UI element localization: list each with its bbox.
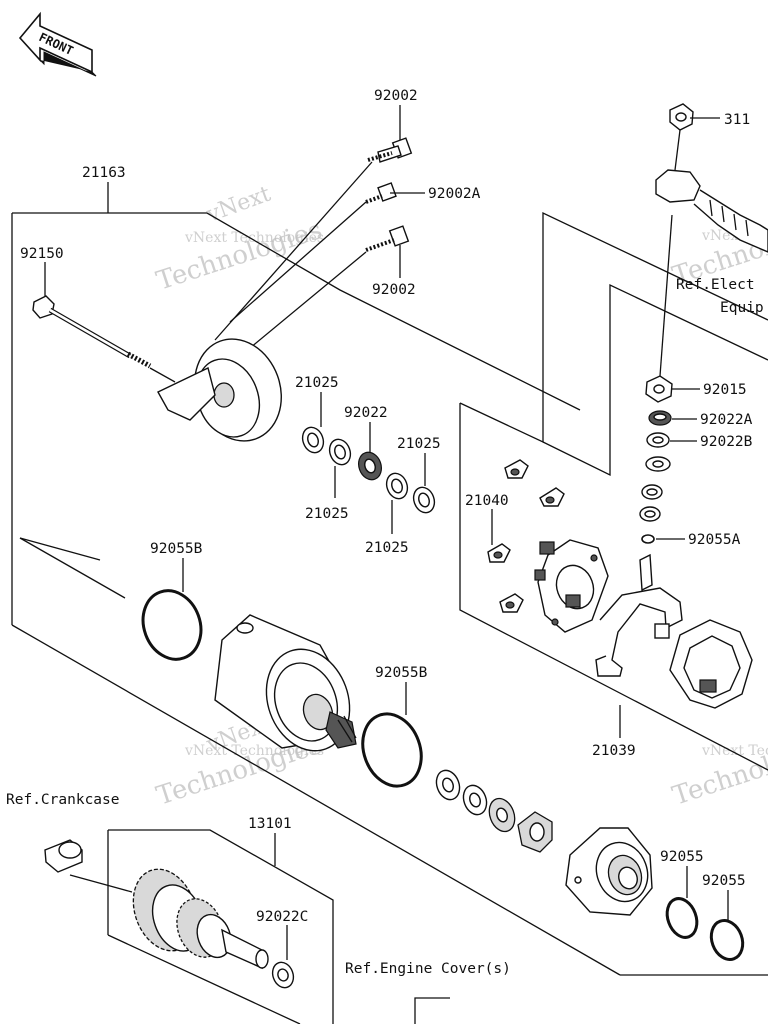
callout-92002-mid: 92002 (372, 282, 416, 298)
callout-13101: 13101 (248, 816, 292, 832)
callout-21040: 21040 (465, 493, 509, 509)
ref-crankcase: Ref.Crankcase (6, 792, 120, 808)
starter-motor-yoke (214, 614, 357, 752)
callout-92055-b: 92055 (702, 873, 746, 889)
callout-labels: 92002 21163 92002A 92150 92002 311 92015… (20, 88, 753, 925)
callout-21025-c: 21025 (397, 436, 441, 452)
callout-leaders (44, 105, 729, 960)
callout-21025-d: 21025 (365, 540, 409, 556)
washer-set-21025 (301, 426, 436, 514)
callout-92022B: 92022B (700, 434, 753, 450)
callout-92150: 92150 (20, 246, 64, 262)
callout-92055B-b: 92055B (375, 665, 428, 681)
insulator-stack (639, 456, 671, 522)
o-ring-92055B-left (141, 589, 203, 661)
bolt-92002-top (367, 137, 413, 163)
callout-92055B-a: 92055B (150, 541, 203, 557)
starter-clutch-gear (132, 868, 269, 970)
callout-92002-top: 92002 (374, 88, 418, 104)
callout-21025-b: 21025 (305, 506, 349, 522)
leader-lines-top (149, 161, 373, 383)
assembly-outlines (11, 211, 768, 1024)
washer-92022A (648, 410, 672, 426)
o-ring-92055-b (709, 919, 745, 961)
watermark-right-bottom: vNext Technologies Technologies (669, 730, 768, 812)
rear-cover-bracket (157, 338, 282, 442)
watermark-rb-line2: vNext Technologies (701, 743, 768, 759)
brush-holder-ring (669, 619, 753, 709)
terminal-cable-boot (655, 169, 768, 253)
washer-92022C (271, 961, 295, 989)
bushing-crankcase (44, 839, 83, 873)
reference-labels: Ref.Elect Equip Ref.Crankcase Ref.Engine… (6, 277, 764, 977)
callout-92015: 92015 (703, 382, 747, 398)
callout-21163: 21163 (82, 165, 126, 181)
watermark-top: vNext vNext Technologies Technologies (153, 182, 326, 297)
front-arrow-icon: FRONT (18, 11, 97, 77)
terminal-bolt-holder (595, 553, 683, 677)
o-ring-92055A (641, 534, 655, 544)
o-ring-92055B-right (361, 712, 423, 788)
nut-92015 (645, 375, 673, 403)
brush-plate (534, 539, 609, 633)
callout-92055A: 92055A (688, 532, 741, 548)
ref-electrical-line2: Equip (720, 300, 764, 316)
o-ring-92055-a (665, 897, 699, 939)
bolt-92002A (365, 182, 397, 204)
callout-92002A: 92002A (428, 186, 481, 202)
callout-92055-a: 92055 (660, 849, 704, 865)
washer-92022B (646, 432, 670, 448)
watermark-line3: Technologies (153, 215, 326, 297)
leader-lines-bottom (69, 874, 133, 893)
brush-springs-21040 (487, 459, 565, 613)
stack-axis-mid (659, 214, 673, 377)
ref-engine-cover: Ref.Engine Cover(s) (345, 961, 511, 977)
ref-electrical: Ref.Elect (676, 277, 755, 293)
callout-21039: 21039 (592, 743, 636, 759)
callout-21025-a: 21025 (295, 375, 339, 391)
callout-92022: 92022 (344, 405, 388, 421)
bolt-92150 (32, 295, 152, 369)
front-cover (565, 827, 653, 916)
watermark-line1: vNext (203, 182, 275, 228)
callout-92022C: 92022C (256, 909, 308, 925)
callout-311: 311 (724, 112, 750, 128)
shaft-washers (435, 769, 553, 853)
callout-92022A: 92022A (700, 412, 753, 428)
watermark-line2: vNext Technologies (184, 230, 324, 246)
bolt-92002-mid (365, 225, 410, 252)
terminal-nut-311 (669, 103, 694, 131)
stack-axis-top (674, 129, 681, 171)
